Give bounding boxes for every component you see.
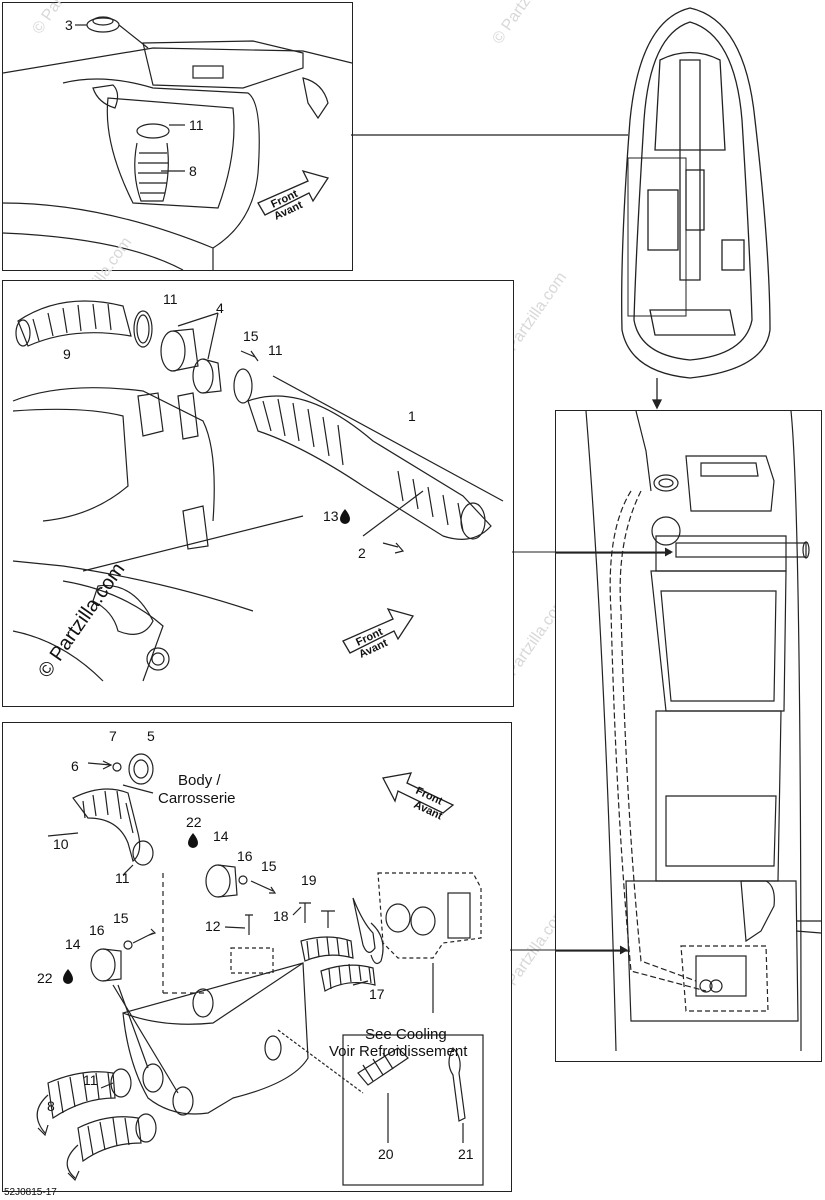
callout-2: 2: [358, 545, 366, 561]
callout-20: 20: [378, 1146, 394, 1162]
callout-11: 11: [83, 1072, 98, 1088]
callout-18: 18: [273, 908, 289, 924]
callout-7: 7: [109, 728, 117, 744]
watermark-main: © Partzilla.com: [34, 559, 129, 682]
callout-15: 15: [243, 328, 259, 344]
callout-8: 8: [47, 1098, 55, 1114]
hose-drawing: Front Avant © Partzilla.com 11 4 15 11 9…: [12, 291, 504, 682]
callout-11: 11: [163, 291, 178, 307]
detail-panel-hull-side: [555, 410, 822, 1062]
adhesive-drop-icon: [188, 833, 198, 848]
hull-side-drawing: [556, 411, 821, 1052]
front-arrow-p3: Front Avant: [382, 772, 455, 823]
callout-3: 3: [65, 17, 73, 33]
body-label-fr: Carrosserie: [158, 790, 236, 807]
callout-11: 11: [189, 117, 204, 133]
callout-11: 11: [115, 870, 130, 886]
callout-15: 15: [261, 858, 277, 874]
callout-12: 12: [205, 918, 221, 934]
adhesive-drop-icon: [340, 509, 350, 524]
callout-22: 22: [37, 970, 53, 986]
callout-16: 16: [237, 848, 253, 864]
callout-19: 19: [301, 872, 317, 888]
callout-1: 1: [408, 408, 416, 424]
callout-4: 4: [216, 300, 224, 316]
callout-9: 9: [63, 346, 71, 362]
callout-14: 14: [213, 828, 229, 844]
detail-panel-components: Front Avant Body / Carrosserie See Cooli…: [2, 722, 512, 1192]
adhesive-drop-icon: [63, 969, 73, 984]
detail-panel-storage: Front Avant 3 11 8: [2, 2, 353, 271]
callout-5: 5: [147, 728, 155, 744]
diagram-code: 52J0815-17: [4, 1187, 57, 1198]
callout-8: 8: [189, 163, 197, 179]
callout-15: 15: [113, 910, 129, 926]
callout-14: 14: [65, 936, 81, 952]
callout-22: 22: [186, 814, 202, 830]
callout-21: 21: [458, 1146, 474, 1162]
callout-16: 16: [89, 922, 105, 938]
body-label: Body /: [178, 772, 221, 789]
callout-6: 6: [71, 758, 79, 774]
callout-11: 11: [268, 342, 283, 358]
components-drawing: Front Avant Body / Carrosserie See Cooli…: [36, 728, 484, 1186]
cooling-label-fr: Voir Refroidissement: [329, 1043, 468, 1060]
front-arrow-p2: Front Avant: [342, 607, 415, 661]
storage-drawing: Front Avant 3 11 8: [3, 16, 352, 270]
callout-10: 10: [53, 836, 69, 852]
front-arrow-p1: Front Avant: [257, 169, 330, 223]
svg-text:© Partzilla.com: © Partzilla.com: [489, 0, 565, 47]
cooling-label: See Cooling: [365, 1026, 447, 1043]
detail-panel-hose: Front Avant © Partzilla.com 11 4 15 11 9…: [2, 280, 514, 707]
callout-13: 13: [323, 508, 339, 524]
callout-17: 17: [369, 986, 385, 1002]
